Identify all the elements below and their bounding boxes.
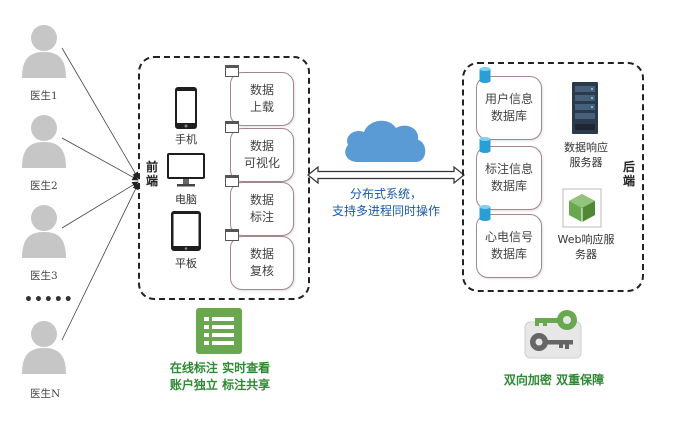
- function-card-annotate: 数据 标注: [225, 175, 294, 236]
- function-label: 数据 上载: [249, 83, 274, 114]
- window-icon: [225, 229, 239, 241]
- bidirectional-arrow: [307, 166, 465, 184]
- database-label: 标注信息 数据库: [484, 162, 533, 193]
- database-label: 心电信号 数据库: [484, 230, 533, 261]
- database-card-annotation: 标注信息 数据库: [476, 137, 542, 210]
- window-icon: [225, 175, 239, 187]
- doctor-avatar-icon: [22, 115, 66, 168]
- doctor-label: 医生3: [30, 270, 58, 282]
- database-icon: [479, 137, 491, 153]
- function-card-visualize: 数据 可视化: [225, 121, 294, 182]
- doctor-label: 医生N: [30, 388, 61, 400]
- device-label: 电脑: [175, 193, 197, 206]
- database-label: 用户信息 数据库: [484, 92, 533, 123]
- server-label: 数据响应 服务器: [564, 141, 608, 169]
- database-icon: [479, 67, 491, 83]
- backend-panel: [462, 62, 644, 292]
- monitor-icon: [167, 153, 205, 187]
- database-icon: [479, 205, 491, 221]
- cube-icon: [562, 188, 602, 228]
- doctor-avatar-icon: [22, 25, 66, 78]
- backend-label: 后 端: [622, 160, 635, 188]
- function-label: 数据 标注: [249, 193, 274, 224]
- doctor-avatar-icon: [22, 205, 66, 258]
- feature-encryption: 双向加密 双重保障: [503, 373, 605, 387]
- doctor-label: 医生2: [30, 180, 58, 192]
- function-label: 数据 可视化: [243, 139, 280, 170]
- ellipsis: •••••: [24, 292, 74, 308]
- window-icon: [225, 65, 239, 77]
- function-card-upload: 数据 上载: [225, 65, 294, 126]
- checklist-icon: [196, 308, 242, 354]
- device-label: 手机: [175, 133, 197, 146]
- cloud-icon: [345, 120, 426, 162]
- server-label: Web响应服 务器: [557, 233, 615, 261]
- feature-online-annotation: 在线标注 实时查看 账户独立 标注共享: [169, 361, 271, 392]
- tablet-icon: [171, 211, 201, 251]
- database-card-ecg: 心电信号 数据库: [476, 205, 542, 278]
- doctor-avatar-icon: [22, 321, 66, 374]
- device-label: 平板: [175, 257, 197, 270]
- frontend-panel: [138, 56, 310, 300]
- database-card-user: 用户信息 数据库: [476, 67, 542, 140]
- function-label: 数据 复核: [249, 247, 274, 278]
- window-icon: [225, 121, 239, 133]
- doctor-label: 医生1: [30, 90, 58, 102]
- keys-icon: [524, 310, 582, 359]
- function-card-review: 数据 复核: [225, 229, 294, 290]
- phone-icon: [175, 87, 197, 129]
- frontend-label: 前 端: [145, 160, 158, 188]
- distributed-system-text: 分布式系统， 支持多进程同时操作: [331, 187, 440, 218]
- server-rack-icon: [572, 82, 598, 134]
